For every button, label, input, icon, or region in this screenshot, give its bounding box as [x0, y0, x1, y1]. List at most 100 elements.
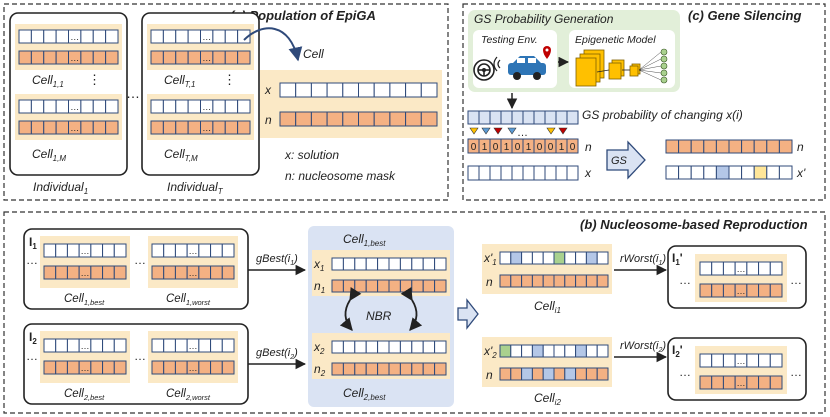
- x-cell: [198, 338, 212, 353]
- prob-cell: [544, 110, 557, 125]
- n-cell: [434, 362, 447, 376]
- x-cell: [411, 340, 424, 354]
- row-hdots: …: [737, 286, 746, 296]
- x-cell: [150, 29, 164, 44]
- rworst-i1-label: rWorst(i1): [620, 253, 666, 267]
- cell-i2-label: Celli2: [534, 391, 561, 407]
- n-cell: [55, 120, 70, 135]
- n-cell: [150, 120, 164, 135]
- x-cell: [175, 29, 189, 44]
- x-cell: [533, 165, 546, 181]
- nn-node: [660, 62, 668, 70]
- x-cell: [187, 29, 202, 44]
- indT-cell1-label: CellT,1: [164, 73, 196, 89]
- cell1worst-n-row: …: [151, 265, 235, 280]
- n-cell: [510, 274, 523, 288]
- x-cell: [690, 165, 705, 180]
- x-cell: [699, 261, 713, 276]
- cell-i2-n-label: n: [486, 368, 493, 382]
- silencing-marker-icon: [507, 127, 517, 135]
- prob-cell: [533, 110, 546, 125]
- x-cell: [510, 251, 523, 265]
- prob-cell: [489, 110, 502, 125]
- row-hdots: …: [202, 123, 211, 133]
- n-cell: [43, 360, 57, 375]
- nbr-x1-label: x1: [313, 257, 324, 273]
- silencing-marker-icon: [469, 127, 479, 135]
- x-cell: [102, 243, 115, 258]
- silencing-marker-icon: [546, 127, 556, 135]
- prob-cell: [555, 110, 568, 125]
- n-cell: [420, 111, 438, 127]
- n-cell: [55, 265, 68, 280]
- x-cell: [342, 82, 359, 98]
- I1p-label: I1': [672, 251, 683, 267]
- x-cell: [55, 99, 70, 114]
- I2-label: I2: [29, 330, 37, 346]
- I1p-x-row: …: [699, 261, 783, 276]
- cell-detail-x-label: x: [264, 83, 272, 97]
- x-cell: [163, 243, 176, 258]
- x-cell: [596, 344, 609, 358]
- x-cell: [769, 261, 783, 276]
- row-hdots: …: [737, 264, 746, 274]
- x-cell: [596, 251, 609, 265]
- n-cell: [331, 362, 344, 376]
- n-cell: [43, 120, 57, 135]
- x-cell: [212, 99, 226, 114]
- n-cell: [769, 283, 783, 298]
- x-cell: [358, 82, 375, 98]
- x-cell: [728, 165, 743, 180]
- n-cell: [575, 274, 587, 288]
- n-cell: [715, 139, 730, 154]
- n-cell: [102, 360, 115, 375]
- x-cell: [711, 353, 724, 368]
- x-cell: [564, 344, 577, 358]
- cell-i2-n-row: [499, 367, 609, 381]
- nbr-x2-row: [331, 340, 447, 354]
- n-cell: [766, 139, 780, 154]
- mask-bit: 0: [570, 142, 576, 153]
- I1-dots-a: …: [26, 253, 38, 267]
- nn-edge: [638, 69, 662, 74]
- x-cell: [163, 338, 176, 353]
- x-cell: [92, 99, 107, 114]
- n-cell: [90, 265, 104, 280]
- gbest-i2-label: gBest(i2): [256, 347, 298, 361]
- prob-cell: [467, 110, 480, 125]
- mask-bit-cell: [566, 138, 579, 154]
- n-cell: [365, 362, 379, 376]
- cell1worst-x-row: …: [151, 243, 235, 258]
- gs-probability-text: GS probability of changing x(i): [582, 108, 743, 122]
- n-cell: [55, 50, 70, 65]
- n-cell: [377, 362, 390, 376]
- n-cell: [521, 367, 533, 381]
- n-cell: [310, 111, 328, 127]
- mask-n-label: n: [585, 140, 592, 154]
- n-cell: [212, 120, 226, 135]
- n-cell: [92, 120, 107, 135]
- ind1-vdots: ⋮: [88, 72, 101, 87]
- zoom-arrow: [243, 27, 303, 62]
- x-cell: [210, 243, 223, 258]
- n-cell: [175, 120, 189, 135]
- x-cell: [210, 338, 223, 353]
- x-cell: [150, 99, 164, 114]
- row-hdots: …: [189, 363, 198, 373]
- x-cell: [162, 99, 177, 114]
- n-cell: [224, 120, 239, 135]
- nbr-n2-row: [331, 362, 447, 376]
- n-cell: [151, 265, 165, 280]
- nn-edge: [638, 69, 662, 81]
- ind1-cellM-n-row: …: [18, 120, 119, 135]
- n-cell: [690, 139, 705, 154]
- x-cell: [331, 257, 344, 271]
- x-cell: [715, 165, 730, 180]
- n-cell: [778, 139, 793, 154]
- xp2-label: x'2: [483, 344, 497, 360]
- cell2best-n-row: …: [43, 360, 127, 375]
- x-cell: [575, 344, 587, 358]
- x-cell: [175, 99, 189, 114]
